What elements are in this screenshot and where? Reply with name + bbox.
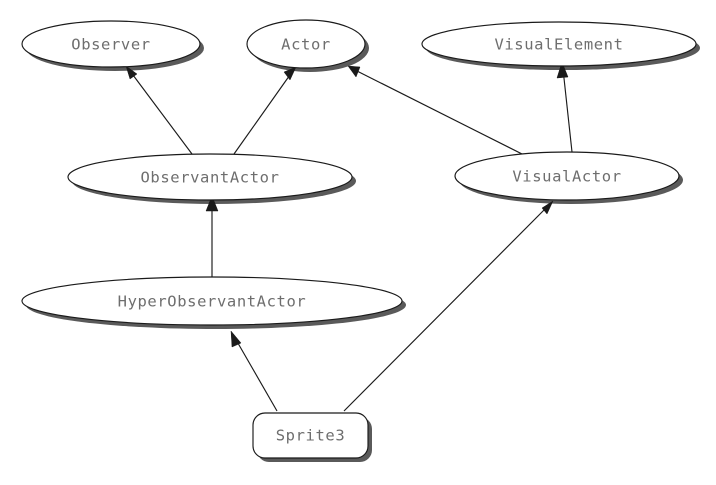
edge-observantactor-to-observer[interactable] xyxy=(125,65,193,155)
visualelement-ellipse[interactable] xyxy=(421,21,697,67)
sprite3-rounded-rect[interactable] xyxy=(252,412,369,459)
edge-visualactor-to-actor[interactable] xyxy=(347,65,529,158)
edge-sprite3-to-hyperobservantactor[interactable] xyxy=(230,330,278,412)
node-sprite3[interactable]: Sprite3 xyxy=(252,412,369,459)
visualactor-ellipse[interactable] xyxy=(454,151,680,201)
edges-layer xyxy=(125,61,573,412)
node-observer[interactable]: Observer xyxy=(21,20,201,68)
observantactor-ellipse[interactable] xyxy=(67,153,353,201)
node-visualelement[interactable]: VisualElement xyxy=(421,21,697,67)
node-visualactor[interactable]: VisualActor xyxy=(454,151,680,201)
edge-visualactor-to-visualelement[interactable] xyxy=(556,61,573,153)
edge-sprite3-to-visualactor[interactable] xyxy=(343,200,554,412)
actor-ellipse[interactable] xyxy=(246,19,366,69)
hyperobservantactor-ellipse[interactable] xyxy=(21,276,403,326)
edge-hyperobservantactor-to-observantactor[interactable] xyxy=(205,195,219,278)
node-observantactor[interactable]: ObservantActor xyxy=(67,153,353,201)
node-actor[interactable]: Actor xyxy=(246,19,366,69)
node-hyperobservantactor[interactable]: HyperObservantActor xyxy=(21,276,403,326)
edge-observantactor-to-actor[interactable] xyxy=(233,66,297,155)
observer-ellipse[interactable] xyxy=(21,20,201,68)
